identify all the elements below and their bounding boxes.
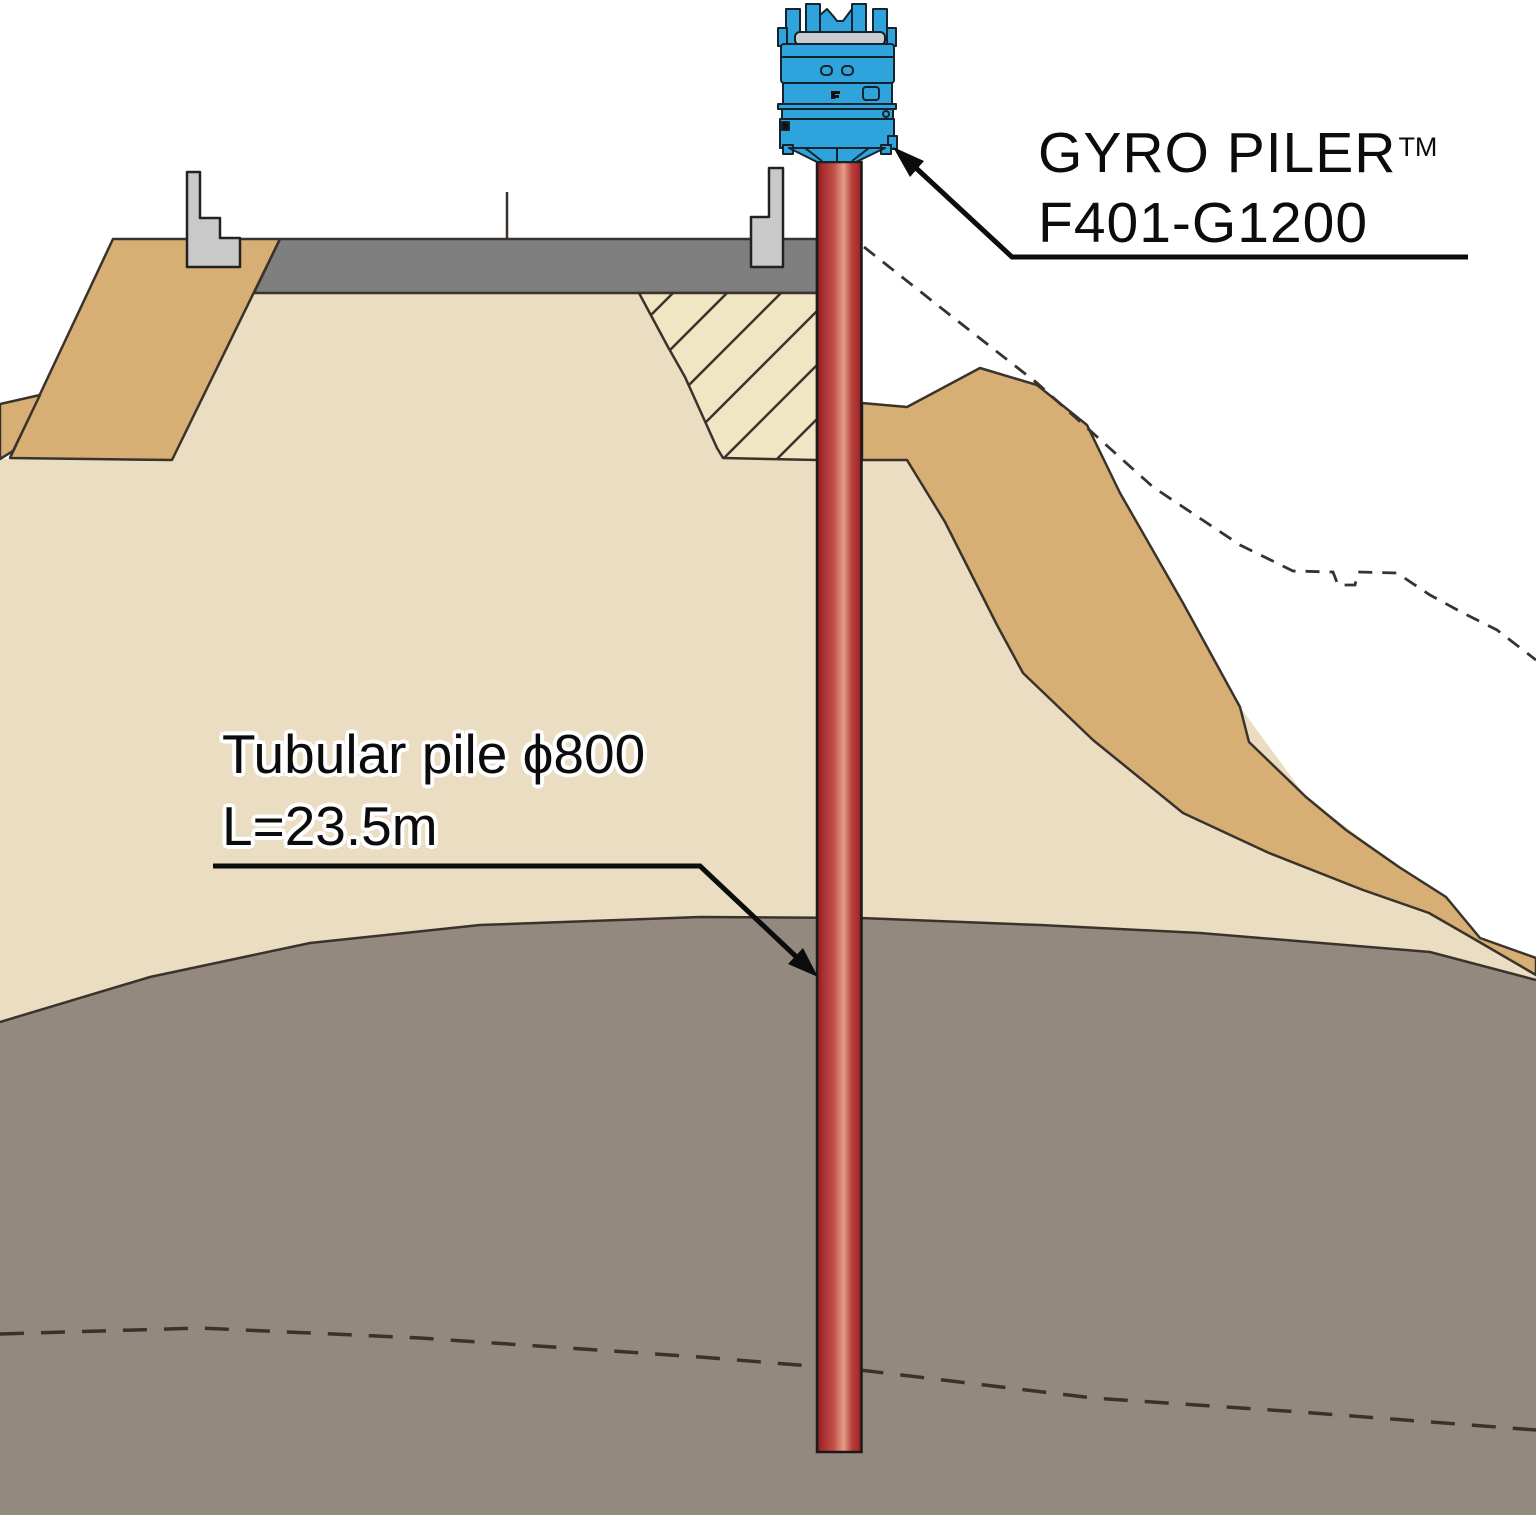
retaining-wall-left: [185, 170, 242, 269]
machine-chuck-box: [779, 118, 895, 149]
gyro-piler-machine: [777, 3, 898, 163]
machine-panel: [862, 86, 880, 101]
retaining-wall-right: [749, 166, 785, 269]
pile-callout-line1: Tubular pile ϕ800: [222, 723, 646, 785]
machine-band: [781, 108, 894, 120]
road-surface: [252, 237, 819, 295]
trademark-mark: TM: [1398, 132, 1438, 162]
machine-callout-line2: F401-G1200: [1038, 191, 1369, 255]
tubular-pile: [815, 160, 863, 1454]
machine-bracket: [887, 135, 898, 150]
machine-bolt: [882, 110, 890, 118]
pile-callout-line2: L=23.5m: [222, 795, 438, 857]
machine-logo: [831, 91, 840, 99]
machine-body-detail: [820, 65, 833, 76]
machine-callout-line1: GYRO PILERTM: [1038, 112, 1437, 188]
embankment-slope-right: [860, 366, 1536, 977]
machine-name: GYRO PILER: [1038, 121, 1397, 185]
machine-body-detail: [841, 65, 854, 76]
stratum-boundary-dashed-line: [0, 1326, 1536, 1432]
machine-leader-arrow: [893, 147, 1468, 260]
embankment-slope-left-toe: [0, 393, 42, 461]
original-ground-dashed-line: [863, 245, 1536, 662]
ground-surface: [0, 293, 1536, 1022]
pile-leader-arrow: [213, 863, 818, 977]
machine-upper-body: [780, 43, 895, 84]
bearing-stratum-top-edge: [0, 915, 1536, 1024]
bearing-stratum: [0, 917, 1536, 1515]
pile-callout: Tubular pile ϕ800 L=23.5m: [222, 718, 645, 862]
machine-callout: GYRO PILERTM F401-G1200: [1038, 112, 1437, 258]
machine-black-detail: [781, 121, 790, 131]
